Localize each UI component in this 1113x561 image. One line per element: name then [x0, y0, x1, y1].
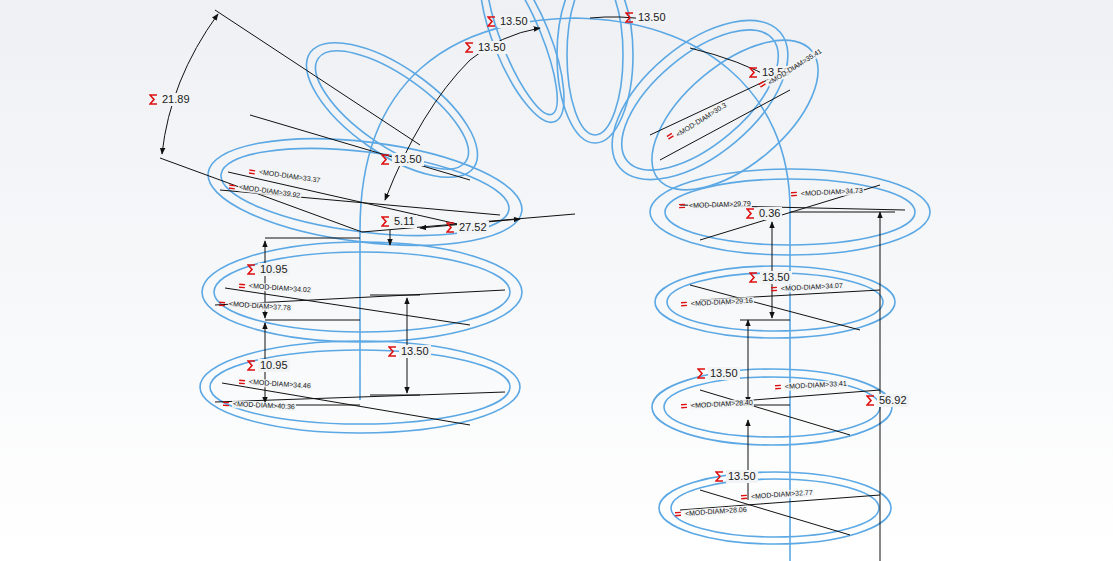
driven-dimension-symbol	[625, 12, 634, 23]
dimension-value: 27.52	[457, 221, 489, 234]
diameter-dimension: <MOD-DIAM>33.37	[257, 168, 321, 185]
dimension-mark	[681, 403, 688, 409]
dimension-mark	[679, 203, 686, 209]
driven-dimension-symbol	[381, 216, 390, 227]
dimension-mark	[249, 169, 257, 176]
dimension-mark	[675, 511, 682, 517]
driven-dimension-symbol	[465, 42, 474, 53]
dimension-mark	[223, 401, 230, 407]
dimension-mark	[775, 384, 782, 390]
dimension-value: 13.50	[726, 470, 758, 483]
driven-dimension-symbol	[388, 346, 397, 357]
dimension-mark	[741, 494, 748, 500]
dimension-mark	[219, 301, 226, 307]
dimension-mark	[229, 184, 237, 191]
diameter-dimension: <MOD-DIAM>39.92	[237, 183, 301, 200]
dimension-value: 10.95	[258, 263, 290, 276]
dimension-value: 13.50	[476, 41, 508, 54]
dimension-value: 0.36	[757, 207, 782, 220]
dimension-value: 21.89	[160, 93, 192, 106]
driven-dimension-symbol	[149, 94, 158, 105]
dimension-value: 56.92	[877, 394, 909, 407]
diameter-dimension: <MOD-DIAM>28.06	[684, 506, 748, 518]
driven-dimension-symbol	[697, 368, 706, 379]
driven-dimension-symbol	[446, 222, 455, 233]
driven-dimension-symbol	[247, 360, 256, 371]
dimension-mark	[239, 283, 246, 289]
dimension-value: 5.11	[392, 215, 417, 228]
driven-dimension-symbol	[487, 16, 496, 27]
diameter-dimension: <MOD-DIAM>32.77	[750, 489, 814, 501]
dimension-value: 13.50	[498, 15, 530, 28]
dimension-value: 13.50	[392, 153, 424, 166]
driven-dimension-symbol	[866, 395, 875, 406]
dimension-mark	[239, 379, 246, 385]
dimension-mark	[681, 301, 688, 307]
dimension-value: 13.50	[708, 367, 740, 380]
driven-dimension-symbol	[746, 208, 755, 219]
driven-dimension-symbol	[749, 67, 758, 78]
driven-dimension-symbol	[247, 264, 256, 275]
diameter-dimension: <MOD-DIAM>29.16	[690, 297, 754, 308]
dimension-mark	[791, 191, 798, 197]
diameter-dimension: <MOD-DIAM>29.79	[688, 200, 752, 210]
diameter-dimension: <MOD-DIAM>34.73	[800, 187, 864, 198]
dimension-value: 10.95	[258, 359, 290, 372]
driven-dimension-symbol	[381, 154, 390, 165]
driven-dimension-symbol	[715, 471, 724, 482]
dimension-value: 13.50	[636, 11, 668, 24]
dimension-value: 13.50	[760, 271, 792, 284]
diameter-dimension: <MOD-DIAM>28.40	[690, 399, 754, 410]
dimension-mark	[771, 286, 778, 292]
dimension-value: 13.50	[399, 345, 431, 358]
driven-dimension-symbol	[749, 272, 758, 283]
diameter-dimension: <MOD-DIAM>33.41	[784, 380, 848, 391]
